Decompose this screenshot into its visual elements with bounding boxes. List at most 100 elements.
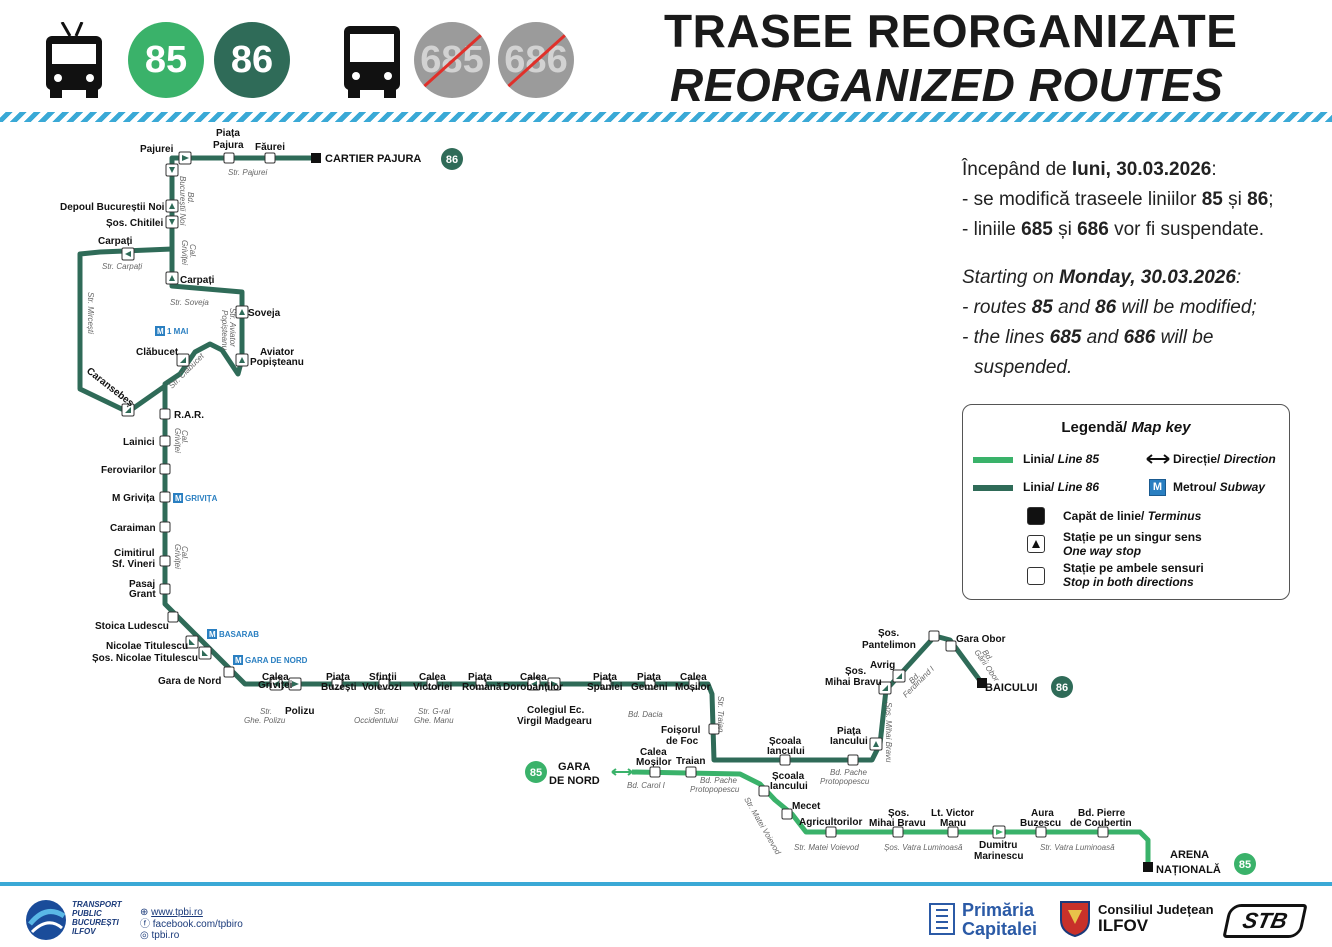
stop-calea-mosilor-2: Moșilor	[675, 682, 711, 693]
stop-pajurei: Pajurei	[140, 144, 174, 155]
stop-piata-buzesti-1: Piața	[326, 672, 350, 683]
primaria-logo-icon	[929, 903, 955, 935]
stop-faurei: Făurei	[255, 142, 285, 153]
badge-86-circle	[441, 148, 463, 170]
legend-title: Legendă/ Map key	[963, 419, 1289, 436]
oneway-stop-icon	[165, 215, 179, 229]
stop-square-icon	[708, 723, 720, 735]
metro-icon	[233, 655, 243, 665]
legend-direction: Direcție/ Direction	[1173, 452, 1276, 466]
stop-piata-pajura-2: Pajura	[213, 140, 244, 151]
info-text: - liniile	[962, 219, 1022, 240]
info-en-intro: Starting on Monday, 30.03.2026:	[962, 263, 1322, 293]
info-line-number: 686	[1123, 327, 1156, 348]
globe-icon: ⊕	[140, 907, 152, 918]
legend-both-en: Stop in both directions	[1063, 575, 1194, 589]
stop-victor-manu-1: Lt. Victor	[931, 808, 974, 819]
stop-square-icon	[159, 408, 171, 420]
oneway-stop-icon	[165, 271, 179, 285]
info-line-number: 86	[1247, 189, 1269, 210]
stop-square-icon	[223, 666, 235, 678]
stop-square-icon	[223, 152, 235, 164]
street-grivitei-low-2: Griviței	[173, 544, 182, 569]
stop-square-icon	[825, 826, 837, 838]
stop-pasaj-2: Grant	[129, 589, 156, 600]
street-pajurei: Str. Pajurei	[228, 168, 267, 177]
facebook-link-text: facebook.com/tpbiro	[152, 919, 243, 930]
legend-line85: Linia/ Line 85	[1023, 452, 1099, 466]
stop-square-icon	[1097, 826, 1109, 838]
title-ro: TRASEE REORGANIZATE	[664, 5, 1238, 57]
instagram-link[interactable]: ◎ tpbi.ro	[140, 930, 179, 941]
metro-letter: M	[235, 656, 242, 665]
oneway-stop-icon	[892, 669, 906, 683]
bottom-stripe	[0, 882, 1332, 886]
stop-pantelimon-1: Șos.	[878, 628, 899, 639]
stop-piata-iancului-2: Iancului	[830, 736, 868, 747]
legend-text: Capăt de linie/	[1063, 509, 1148, 523]
oneway-stop-icon	[235, 353, 249, 367]
stop-square-icon	[159, 583, 171, 595]
terminal-arena-1: ARENA	[1170, 849, 1209, 861]
header: 85 86 685 686 TRASEE REORGANIZATE REORGA…	[0, 0, 1332, 112]
street-matei-diag: Str. Matei Voievod	[742, 796, 782, 857]
badge-86-label: 86	[1056, 682, 1068, 694]
stop-calea-mosilor85-1: Calea	[640, 747, 667, 758]
info-gap	[962, 245, 1322, 263]
stop-scoala-iancului-b-1: Școala	[772, 771, 805, 782]
street-grivitei-low-1: Cal.	[180, 546, 189, 560]
instagram-link-text: tpbi.ro	[151, 930, 180, 941]
primaria-text-2: Capitalei	[962, 919, 1038, 939]
stop-square-icon	[847, 754, 859, 766]
info-text: - the lines	[962, 327, 1050, 348]
info-line-number: 85	[1031, 297, 1053, 318]
stop-cimitirul-2: Sf. Vineri	[112, 559, 155, 570]
info-text: - routes	[962, 297, 1032, 318]
legend-text-en: Line 85	[1057, 452, 1100, 466]
street-aviator-2: Popișteanu	[220, 310, 229, 351]
oneway-stop-icon	[547, 677, 561, 691]
stop-coubertin-2: de Coubertin	[1070, 818, 1132, 829]
legend-text-en: Direction	[1223, 452, 1276, 466]
info-text: will be	[1155, 327, 1214, 348]
stop-aura-2: Buzescu	[1020, 818, 1061, 829]
stops-both-directions	[159, 152, 1109, 838]
stop-calea-victoriei-1: Calea	[419, 672, 446, 683]
info-text: and	[1052, 297, 1096, 318]
legend-text: Metrou/	[1173, 480, 1220, 494]
legend-line86: Linia/ Line 86	[1023, 480, 1099, 494]
web-link[interactable]: ⊕ www.tpbi.ro	[140, 907, 203, 918]
stop-carpati-w: Carpați	[98, 236, 133, 247]
stop-clabucet: Clăbucet	[136, 347, 179, 358]
info-text: Starting on	[962, 267, 1060, 288]
stop-caraiman: Caraiman	[110, 523, 156, 534]
oneway-stop-icon	[992, 825, 1006, 839]
stop-cimitirul-1: Cimitirul	[114, 548, 155, 559]
stop-dumitru-1: Dumitru	[979, 840, 1017, 851]
stop-scoala-iancului-a-1: Școala	[769, 736, 802, 747]
metro-icon	[173, 493, 183, 503]
facebook-link[interactable]: ⓕ facebook.com/tpbiro	[140, 919, 243, 930]
stop-spaniei-1: Piața	[593, 672, 617, 683]
info-en-line3: suspended.	[974, 357, 1073, 378]
line-685-suspended-badge: 685	[414, 22, 490, 98]
stop-square-icon	[649, 766, 661, 778]
stop-square-icon	[781, 808, 793, 820]
terminus-icon	[1027, 507, 1045, 525]
tpbi-logo-icon	[26, 900, 66, 940]
stop-calea-mosilor85-2: Moșilor	[636, 757, 672, 768]
street-pache85-2: Protopopescu	[690, 785, 740, 794]
metro-letter: M	[209, 630, 216, 639]
stop-spaniei-2: Spaniei	[587, 682, 623, 693]
street-mihai-bravu: Șos. Mihai Bravu	[884, 702, 893, 763]
street-occidentului-2: Occidentului	[354, 716, 398, 725]
stop-scoala-iancului-b-2: Iancului	[770, 781, 808, 792]
stop-aura-1: Aura	[1031, 808, 1054, 819]
stop-sfintii-1: Sfinții	[369, 672, 397, 683]
primaria-text-1: Primăria	[962, 900, 1035, 920]
legend-text-en: Terminus	[1147, 509, 1202, 523]
metro-icon	[207, 629, 217, 639]
stop-carpati-e: Carpați	[180, 275, 215, 286]
street-carol: Bd. Carol I	[627, 781, 666, 790]
street-grivitei-top-1: Cal.	[188, 244, 197, 258]
